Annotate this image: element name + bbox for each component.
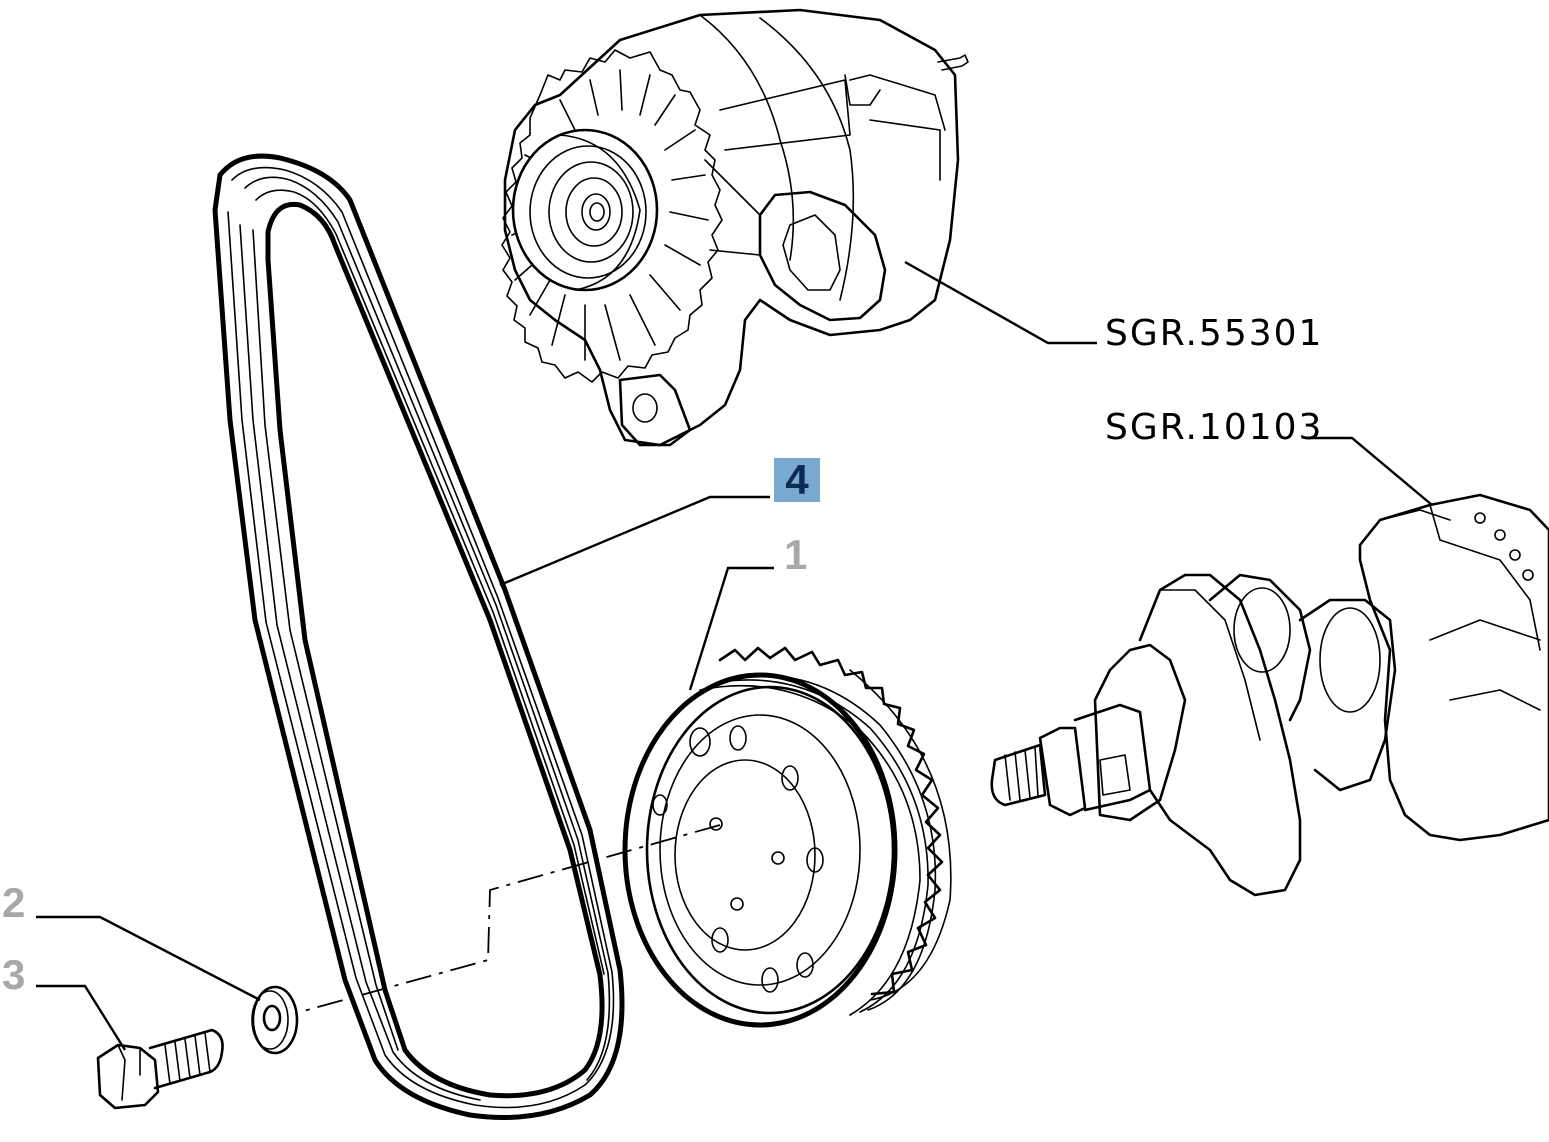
leader-pulley xyxy=(688,566,774,691)
crankshaft-pulley-drawing xyxy=(622,646,952,1028)
leader-lines xyxy=(36,260,1433,1051)
crankshaft-drawing xyxy=(990,493,1549,897)
alternator-drawing xyxy=(501,8,969,447)
leader-crankshaft xyxy=(1310,436,1433,506)
callout-belt[interactable]: 4 xyxy=(774,458,820,502)
callout-washer[interactable]: 2 xyxy=(2,879,26,926)
callout-pulley[interactable]: 1 xyxy=(784,531,808,578)
leader-belt xyxy=(499,495,770,587)
alternator-reference-label: SGR.55301 xyxy=(1105,313,1324,354)
washer-drawing xyxy=(251,985,299,1055)
crankshaft-reference-label: SGR.10103 xyxy=(1105,407,1324,448)
bolt-drawing xyxy=(96,1028,224,1110)
callout-bolt[interactable]: 3 xyxy=(2,951,26,998)
leader-bolt xyxy=(36,984,127,1051)
poly-v-belt-drawing xyxy=(212,153,625,1120)
leader-alternator xyxy=(904,260,1097,345)
leader-washer xyxy=(36,915,261,1002)
